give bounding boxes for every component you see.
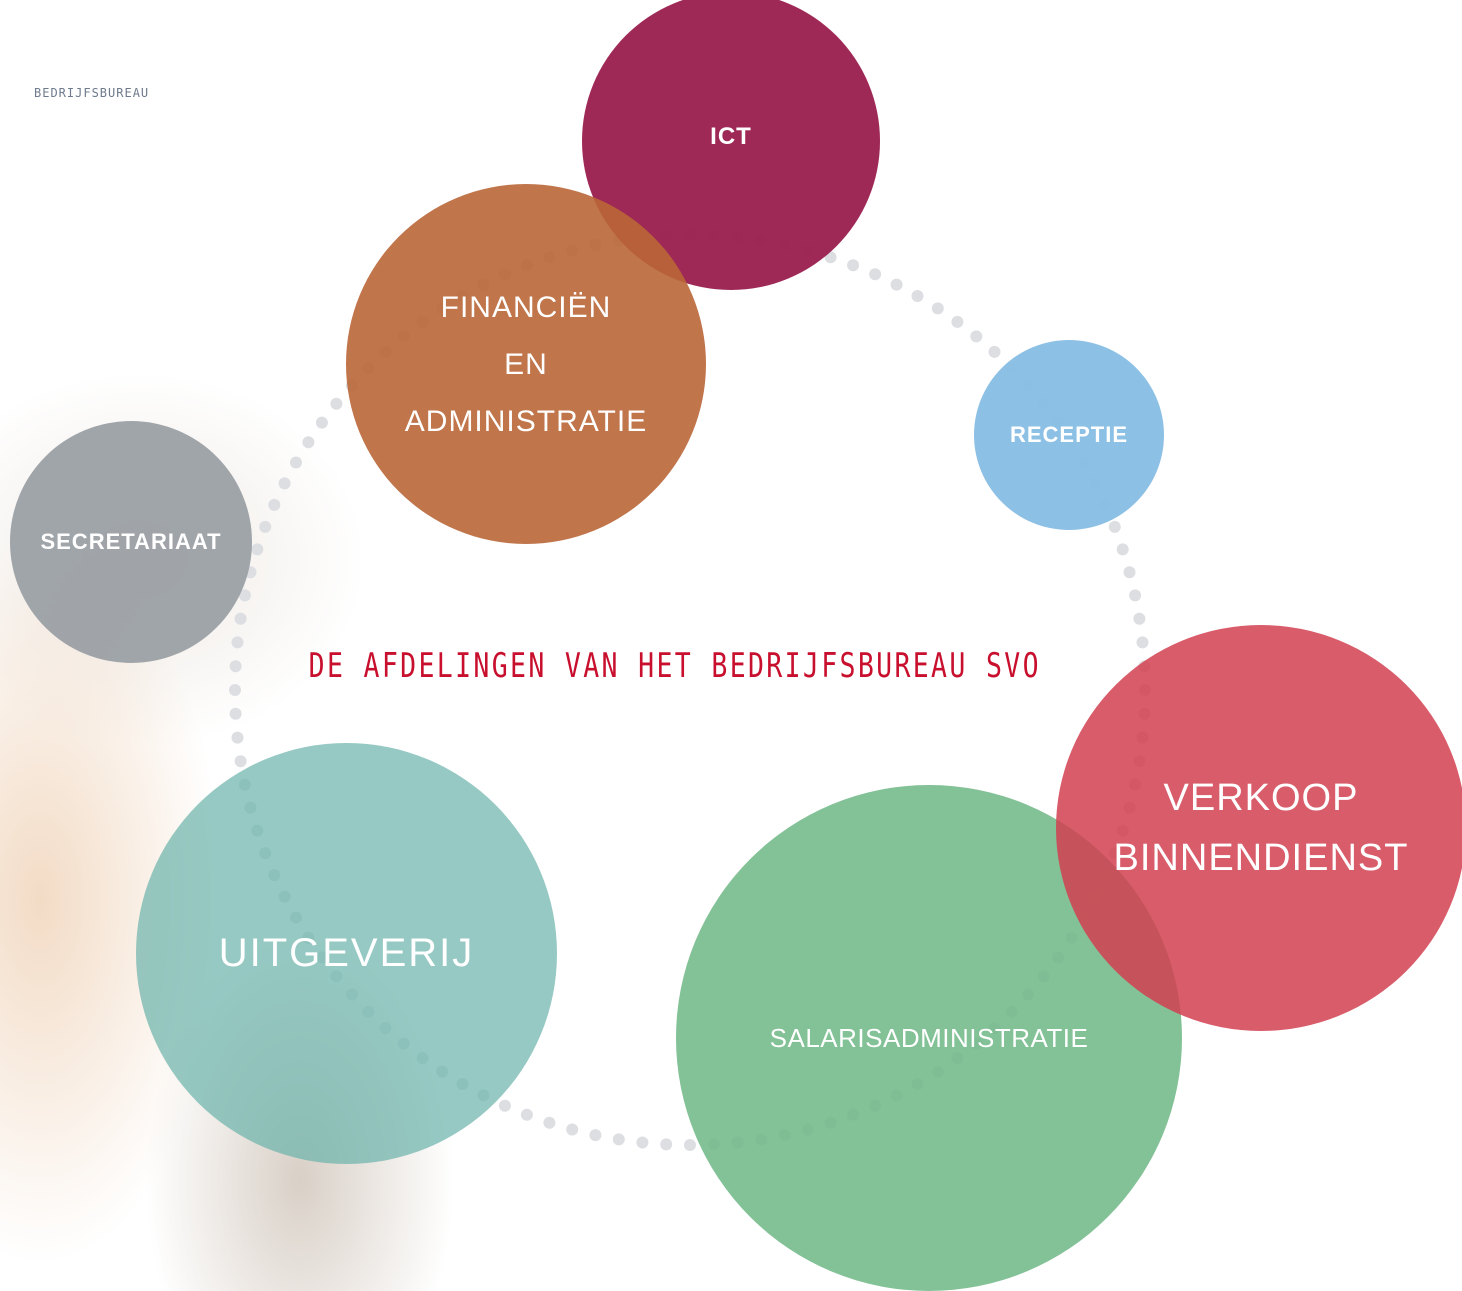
department-uitgeverij[interactable]: UITGEVERIJ	[136, 743, 557, 1164]
ring-dot	[684, 1139, 696, 1151]
department-secretariaat-label: SECRETARIAAT	[40, 529, 222, 554]
ring-dot	[543, 1116, 556, 1129]
ring-dot	[1116, 543, 1129, 556]
department-ict-label: ICT	[710, 123, 752, 150]
ring-dot	[566, 1123, 579, 1136]
ring-dot	[231, 636, 244, 649]
ring-dot	[931, 302, 944, 315]
ring-dot	[660, 1138, 673, 1151]
ring-dot	[231, 731, 244, 744]
ring-dot	[1136, 636, 1149, 649]
ring-dot	[847, 259, 860, 272]
ring-dot	[869, 268, 882, 281]
department-financien-label: FINANCIËN EN ADMINISTRATIE	[404, 290, 648, 438]
department-financien-en-administratie[interactable]: FINANCIËN EN ADMINISTRATIE	[346, 184, 706, 544]
section-label: BEDRIJFSBUREAU	[34, 86, 150, 100]
ring-dot	[1133, 612, 1146, 625]
ring-dot	[520, 1108, 533, 1121]
ring-dot	[890, 278, 903, 291]
ring-dot	[498, 1099, 511, 1112]
ring-dot	[589, 1129, 602, 1142]
ring-dot	[290, 456, 302, 469]
ring-dot	[970, 330, 983, 343]
ring-dot	[229, 660, 242, 673]
ring-dot	[1108, 520, 1121, 533]
department-verkoop-label: VERKOOP BINNENDIENST	[1113, 777, 1409, 879]
ring-dot	[278, 477, 291, 490]
department-secretariaat[interactable]: SECRETARIAAT	[10, 421, 252, 663]
diagram-title: DE AFDELINGEN VAN HET BEDRIJFSBUREAU SVO	[308, 646, 1041, 686]
ring-dot	[229, 707, 242, 720]
ring-dot	[234, 612, 247, 625]
ring-dot	[234, 755, 247, 768]
ring-dot	[251, 543, 264, 556]
ring-dot	[988, 345, 1001, 358]
ring-dot	[951, 315, 964, 328]
department-salarisadministratie-label: SALARISADMINISTRATIE	[769, 1022, 1089, 1053]
ring-dot	[330, 397, 343, 410]
ring-dot	[612, 1133, 625, 1146]
ring-dot	[268, 498, 281, 511]
ring-dot	[1123, 566, 1136, 579]
ring-dot	[302, 436, 315, 449]
ring-dot	[911, 290, 924, 302]
department-receptie-label: RECEPTIE	[1009, 422, 1129, 447]
ring-dot	[238, 589, 251, 602]
department-receptie[interactable]: RECEPTIE	[974, 340, 1164, 530]
ring-dot	[315, 416, 328, 429]
ring-dot	[259, 520, 272, 533]
department-verkoop-binnendienst[interactable]: VERKOOP BINNENDIENST	[1056, 625, 1462, 1031]
department-uitgeverij-label: UITGEVERIJ	[218, 931, 475, 975]
ring-dot	[636, 1136, 649, 1149]
ring-dot	[1129, 589, 1142, 602]
ring-dot	[229, 684, 241, 696]
